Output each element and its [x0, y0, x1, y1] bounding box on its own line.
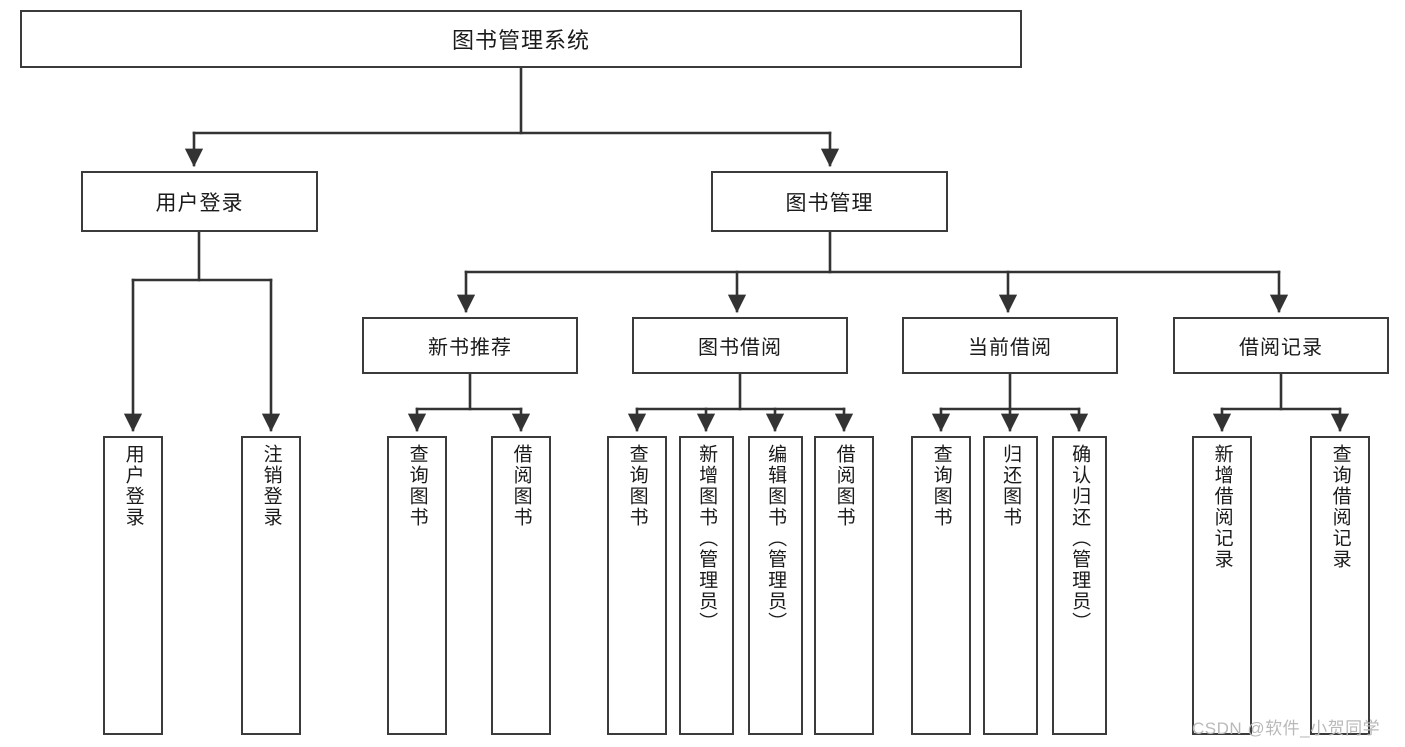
leaf-edit-book-label: 编辑图书（管理员）	[765, 444, 787, 633]
leaf-add-record-label: 新增借阅记录	[1211, 444, 1233, 570]
leaf-logout[interactable]: 注销登录	[241, 436, 301, 735]
node-book-borrow[interactable]: 图书借阅	[632, 317, 848, 374]
leaf-add-book[interactable]: 新增图书（管理员）	[679, 436, 734, 735]
leaf-return-book-label: 归还图书	[1000, 444, 1022, 528]
watermark-text: CSDN @软件_小贺同学	[1192, 719, 1381, 738]
leaf-borrow-book-2[interactable]: 借阅图书	[814, 436, 874, 735]
node-book-management-label: 图书管理	[785, 191, 874, 215]
node-book-borrow-label: 图书借阅	[698, 337, 782, 359]
leaf-borrow-book-1[interactable]: 借阅图书	[491, 436, 551, 735]
node-current-borrow-label: 当前借阅	[968, 337, 1052, 359]
leaf-user-login[interactable]: 用户登录	[103, 436, 163, 735]
leaf-query-book-1-label: 查询图书	[406, 444, 428, 528]
node-new-book-recommend[interactable]: 新书推荐	[362, 317, 578, 374]
node-borrow-record[interactable]: 借阅记录	[1173, 317, 1389, 374]
node-borrow-record-label: 借阅记录	[1239, 337, 1323, 359]
leaf-query-book-2[interactable]: 查询图书	[607, 436, 667, 735]
node-root-label: 图书管理系统	[451, 28, 590, 53]
leaf-query-book-3-label: 查询图书	[930, 444, 952, 528]
leaf-confirm-return[interactable]: 确认归还（管理员）	[1052, 436, 1107, 735]
leaf-logout-label: 注销登录	[260, 444, 282, 528]
node-new-book-recommend-label: 新书推荐	[428, 337, 512, 359]
leaf-return-book[interactable]: 归还图书	[983, 436, 1038, 735]
node-root-system[interactable]: 图书管理系统	[20, 10, 1022, 68]
node-user-login-label: 用户登录	[155, 191, 244, 215]
leaf-query-book-2-label: 查询图书	[626, 444, 648, 528]
leaf-query-record[interactable]: 查询借阅记录	[1310, 436, 1370, 735]
leaf-query-book-3[interactable]: 查询图书	[911, 436, 971, 735]
leaf-borrow-book-2-label: 借阅图书	[833, 444, 855, 528]
leaf-add-record[interactable]: 新增借阅记录	[1192, 436, 1252, 735]
leaf-query-book-1[interactable]: 查询图书	[387, 436, 447, 735]
node-current-borrow[interactable]: 当前借阅	[902, 317, 1118, 374]
node-book-management[interactable]: 图书管理	[711, 171, 948, 232]
leaf-query-record-label: 查询借阅记录	[1329, 444, 1351, 570]
leaf-add-book-label: 新增图书（管理员）	[696, 444, 718, 633]
leaf-borrow-book-1-label: 借阅图书	[510, 444, 532, 528]
leaf-confirm-return-label: 确认归还（管理员）	[1069, 444, 1091, 633]
leaf-edit-book[interactable]: 编辑图书（管理员）	[748, 436, 803, 735]
node-user-login[interactable]: 用户登录	[81, 171, 318, 232]
leaf-user-login-label: 用户登录	[122, 444, 144, 528]
